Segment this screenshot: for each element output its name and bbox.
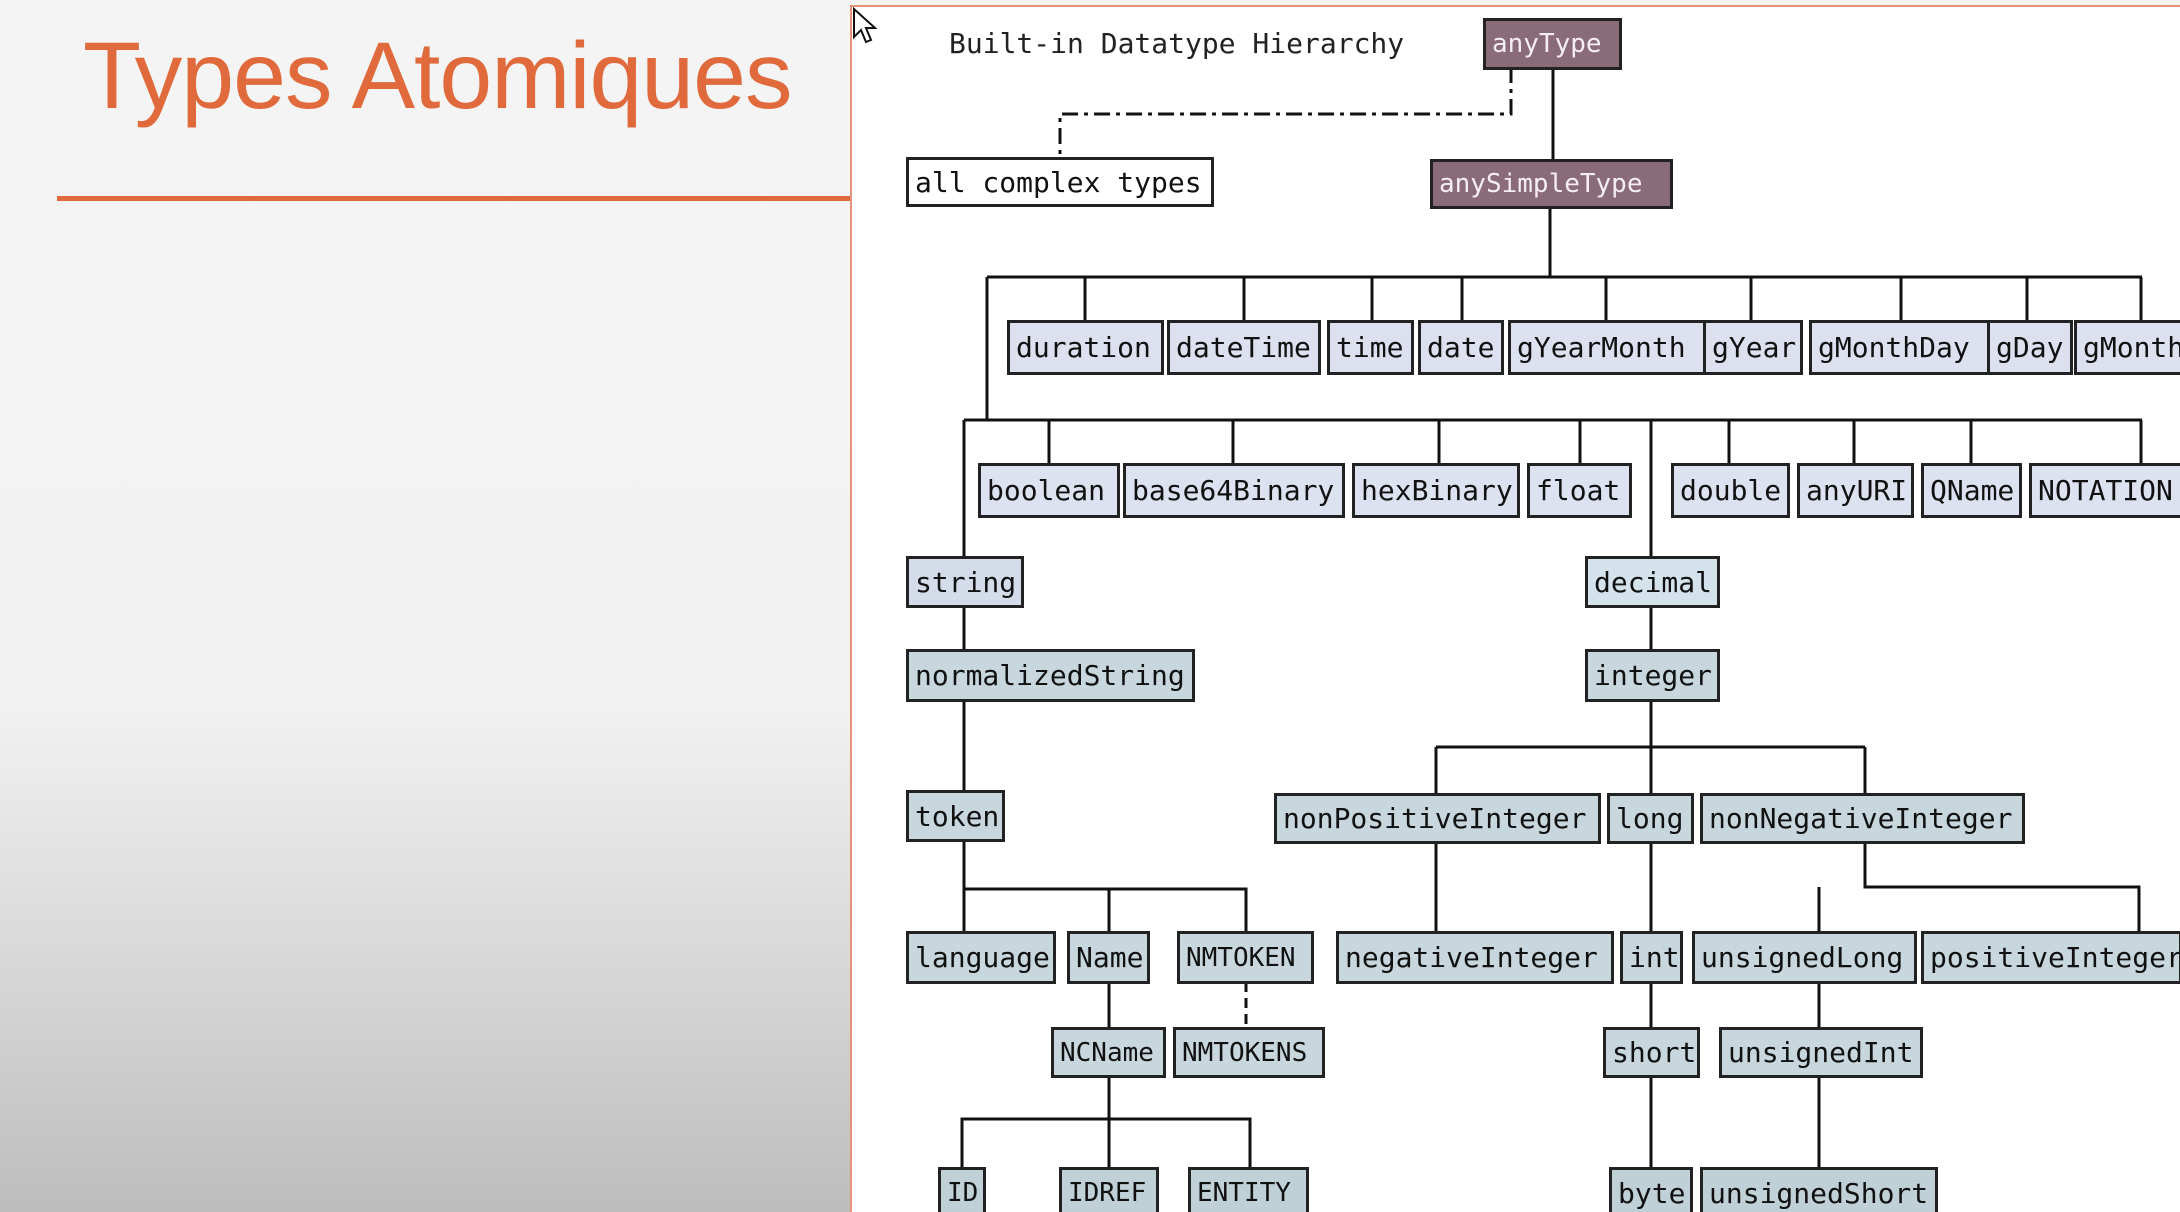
node-time: time	[1327, 320, 1414, 375]
node-double: double	[1671, 463, 1790, 518]
connector-token-drops	[962, 889, 1111, 932]
connector-lines	[960, 67, 2143, 1169]
connector-token-bus	[962, 840, 1248, 932]
node-unsignedShort: unsignedShort	[1700, 1167, 1938, 1212]
node-language: language	[906, 931, 1056, 984]
connector-nonneg-bus	[1817, 841, 2141, 933]
node-short: short	[1603, 1027, 1700, 1078]
node-ENTITY: ENTITY	[1188, 1167, 1309, 1212]
node-date: date	[1418, 320, 1504, 375]
node-anyType: anyType	[1483, 18, 1622, 70]
node-dateTime: dateTime	[1167, 320, 1321, 375]
connector-id-bus	[960, 1075, 1252, 1169]
node-unsignedInt: unsignedInt	[1719, 1027, 1923, 1078]
node-hexBinary: hexBinary	[1352, 463, 1520, 518]
node-integer: integer	[1585, 649, 1720, 702]
node-gMonth: gMonth	[2074, 320, 2180, 375]
node-duration: duration	[1007, 320, 1164, 375]
node-gDay: gDay	[1987, 320, 2073, 375]
node-unsignedLong: unsignedLong	[1692, 931, 1917, 984]
node-positiveInteger: positiveInteger	[1921, 931, 2180, 984]
connector-row1-drops	[1083, 277, 2143, 325]
node-all-complex-types: all complex types	[906, 157, 1214, 207]
connector-integer-drops	[1434, 747, 1867, 794]
node-normalizedString: normalizedString	[906, 649, 1195, 702]
node-base64Binary: base64Binary	[1123, 463, 1345, 518]
node-NOTATION: NOTATION	[2029, 463, 2180, 518]
node-float: float	[1527, 463, 1632, 518]
datatype-hierarchy-figure: Built-in Datatype Hierarchy anyType all …	[850, 5, 2180, 1212]
node-Name: Name	[1067, 931, 1150, 984]
node-anyURI: anyURI	[1797, 463, 1914, 518]
slide-title: Types Atomiques	[83, 23, 792, 129]
node-long: long	[1607, 793, 1694, 844]
node-decimal: decimal	[1585, 556, 1720, 608]
node-negativeInteger: negativeInteger	[1336, 931, 1614, 984]
node-boolean: boolean	[978, 463, 1120, 518]
figure-title: Built-in Datatype Hierarchy	[949, 27, 1405, 60]
title-divider	[57, 196, 850, 201]
node-gYearMonth: gYearMonth	[1508, 320, 1706, 375]
node-byte: byte	[1609, 1167, 1693, 1212]
connector-row2-drops	[1047, 420, 2143, 467]
node-nonPositiveInteger: nonPositiveInteger	[1274, 793, 1601, 844]
node-NMTOKENS: NMTOKENS	[1173, 1027, 1325, 1078]
node-NCName: NCName	[1051, 1027, 1166, 1078]
node-QName: QName	[1921, 463, 2022, 518]
node-anySimpleType: anySimpleType	[1430, 159, 1673, 209]
node-IDREF: IDREF	[1059, 1167, 1159, 1212]
node-int: int	[1620, 931, 1683, 984]
node-string: string	[906, 556, 1024, 608]
mouse-pointer-icon	[853, 7, 878, 44]
node-nonNegativeInteger: nonNegativeInteger	[1700, 793, 2025, 844]
node-gMonthDay: gMonthDay	[1809, 320, 1994, 375]
connector-complex	[1058, 67, 1513, 157]
node-token: token	[906, 790, 1005, 842]
node-NMTOKEN: NMTOKEN	[1177, 931, 1314, 984]
node-gYear: gYear	[1703, 320, 1803, 375]
node-ID: ID	[938, 1167, 986, 1212]
